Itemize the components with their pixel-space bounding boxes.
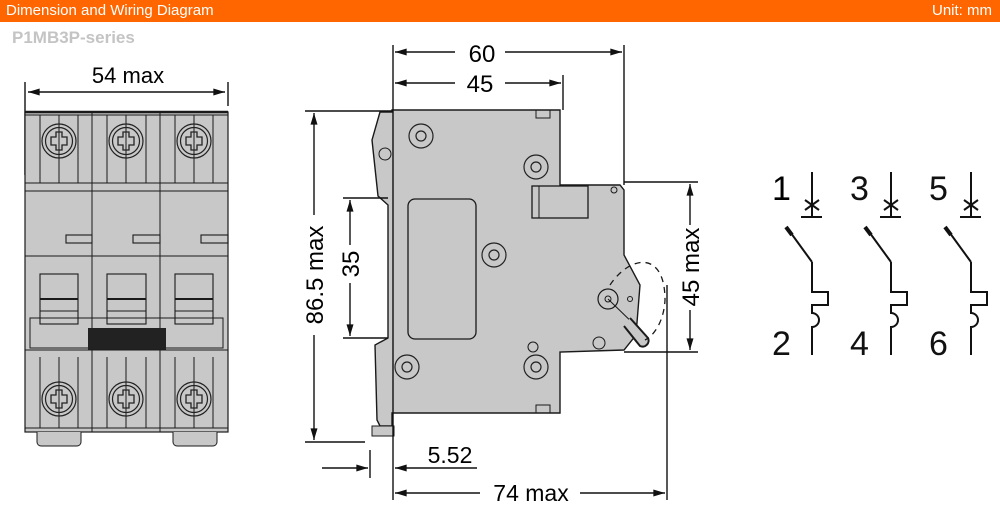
- unit-label: Unit: mm: [932, 2, 992, 19]
- wiring-diagram: 1 3: [772, 170, 791, 208]
- header-bar: Dimension and Wiring Diagram Unit: mm: [0, 0, 1000, 22]
- terminal-3-label: 3: [850, 170, 869, 208]
- front-depth-label: 45: [467, 71, 494, 98]
- terminal-1-label: 1: [772, 170, 791, 208]
- diagram-title: Dimension and Wiring Diagram: [6, 2, 214, 19]
- front-height-label: 45 max: [678, 228, 705, 307]
- total-depth-label: 74 max: [493, 480, 569, 506]
- wiring-symbols: [784, 172, 988, 355]
- height-label: 86.5 max: [302, 226, 329, 325]
- overall-depth-label: 60: [469, 41, 496, 68]
- terminal-6-label: 6: [929, 325, 948, 363]
- series-label: P1MB3P-series: [12, 28, 135, 47]
- rail-label: 35: [338, 251, 365, 278]
- front-width-label: 54 max: [92, 63, 164, 88]
- pole-1: 1 3: [772, 170, 791, 208]
- terminal-4-label: 4: [850, 325, 869, 363]
- rail-offset-label: 5.52: [428, 442, 473, 468]
- side-view: 60 45 86.5 max 35 45 max 5.52 74 max: [300, 36, 705, 508]
- terminal-5-label: 5: [929, 170, 948, 208]
- front-view: 54 max: [24, 63, 229, 447]
- terminal-2-label: 2: [772, 325, 791, 363]
